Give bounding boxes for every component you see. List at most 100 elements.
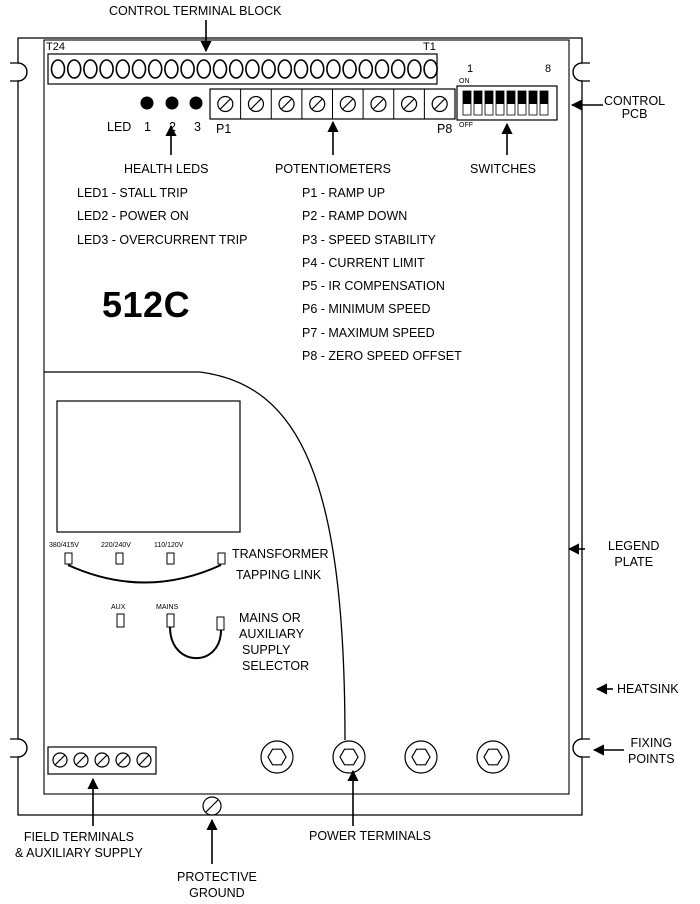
control-terminal-screw <box>423 59 438 79</box>
label-switch-1: 1 <box>467 63 474 75</box>
label-tap-220-240: 220/240V <box>101 542 131 549</box>
potentiometer-slot <box>373 98 384 110</box>
dip-switch-lever <box>540 91 548 104</box>
potentiometer-slot <box>281 98 292 110</box>
label-health-leds: HEALTH LEDS <box>124 162 209 176</box>
label-switches: SWITCHES <box>470 162 536 176</box>
fixing-slot-top-left <box>10 62 28 82</box>
pot-legend-item: P5 - IR COMPENSATION <box>302 279 445 294</box>
label-switch-8: 8 <box>545 63 552 75</box>
potentiometer-slot <box>311 98 323 110</box>
control-terminal-screw <box>390 59 406 79</box>
fixing-slot-bottom-right <box>572 738 590 758</box>
label-transformer-line1: TRANSFORMER <box>232 547 329 561</box>
control-terminal-screw <box>309 59 325 79</box>
label-led: LED <box>107 120 132 134</box>
label-heatsink: HEATSINK <box>617 682 679 696</box>
label-tap-110-120: 110/120V <box>154 542 184 549</box>
field-terminal-slot <box>75 754 87 766</box>
control-terminal-screw <box>407 59 422 79</box>
label-selector-line4: SELECTOR <box>242 659 310 673</box>
fixing-slot-bottom-left <box>10 738 28 758</box>
label-legend-line2: PLATE <box>614 555 654 569</box>
aux-pad <box>116 613 125 628</box>
led-1 <box>140 96 154 110</box>
power-terminal-nut <box>411 748 431 766</box>
label-protective-ground: PROTECTIVE GROUND <box>177 869 257 901</box>
potentiometer-slot <box>342 98 354 110</box>
field-terminal-slot <box>54 754 66 766</box>
control-terminal-screw <box>164 59 179 79</box>
dip-switch-lever <box>463 91 471 104</box>
control-terminal-screw <box>212 59 228 79</box>
label-selector-line1: MAINS OR <box>239 611 301 625</box>
control-terminal-screw <box>196 59 212 79</box>
dip-switch-lever <box>474 91 482 104</box>
selector-link-end <box>216 616 225 631</box>
pot-legend-item: P8 - ZERO SPEED OFFSET <box>302 349 462 364</box>
field-terminal-slot <box>96 754 108 766</box>
pot-legend-item: P4 - CURRENT LIMIT <box>302 255 425 270</box>
label-control-pcb-line2: PCB <box>621 107 648 121</box>
label-ground-line2: GROUND <box>189 886 245 900</box>
pot-legend-item: P3 - SPEED STABILITY <box>302 232 436 247</box>
field-terminal-slot <box>138 754 150 766</box>
control-terminal-screw <box>115 59 131 79</box>
label-control-pcb-line1: CONTROL <box>604 94 666 108</box>
control-terminal-screw <box>147 59 163 79</box>
dip-switch-lever <box>518 91 526 104</box>
label-legend-line1: LEGEND <box>608 539 660 553</box>
label-power-terminals: POWER TERMINALS <box>309 829 432 843</box>
pot-legend-item: P2 - RAMP DOWN <box>302 209 408 224</box>
power-terminal-nut <box>267 748 287 766</box>
label-led-1: 1 <box>144 120 151 134</box>
label-potentiometers: POTENTIOMETERS <box>275 162 391 176</box>
mains-pad <box>166 613 175 628</box>
label-led-3: 3 <box>194 120 201 134</box>
label-p1: P1 <box>216 122 232 136</box>
label-tap-380-415: 380/415V <box>49 542 79 549</box>
control-terminal-screw <box>358 59 374 79</box>
control-terminal-screw <box>83 59 98 79</box>
label-p8: P8 <box>437 122 453 136</box>
protective-ground-slot <box>205 799 219 813</box>
control-terminal-screw <box>99 59 114 79</box>
potentiometer-legend-list: P1 - RAMP UP P2 - RAMP DOWN P3 - SPEED S… <box>302 182 462 368</box>
tapping-link-wire <box>67 564 222 584</box>
label-fixing-line1: FIXING <box>630 736 673 750</box>
potentiometer-slot <box>219 98 231 110</box>
dip-switch-lever <box>507 91 515 104</box>
fixing-slot-top-right <box>572 62 590 82</box>
label-t1: T1 <box>423 41 436 53</box>
control-terminal-screw <box>228 59 244 79</box>
led-legend-item: LED3 - OVERCURRENT TRIP <box>77 232 248 247</box>
pot-legend-item: P1 - RAMP UP <box>302 186 386 200</box>
control-terminal-screw <box>326 59 341 79</box>
label-control-pcb: CONTROL PCB <box>604 95 665 121</box>
label-selector-line2: AUXILIARY <box>239 627 305 641</box>
label-legend-plate: LEGEND PLATE <box>608 538 659 570</box>
tap-pad-220-240 <box>115 552 124 565</box>
label-selector-line3: SUPPLY <box>242 643 291 657</box>
control-pcb-outline <box>43 39 570 795</box>
power-terminal-nut <box>483 748 503 766</box>
label-field-terminals: FIELD TERMINALS & AUXILIARY SUPPLY <box>15 829 143 861</box>
label-transformer-tapping-link: TRANSFORMER TAPPING LINK <box>232 544 329 586</box>
field-terminal-slot <box>117 754 129 766</box>
potentiometer-slot <box>403 98 415 110</box>
transformer-window <box>56 400 241 533</box>
heatsink-outline <box>17 37 583 816</box>
label-control-terminal-block: CONTROL TERMINAL BLOCK <box>109 4 282 18</box>
control-terminal-screw <box>261 59 276 79</box>
pot-legend-item: P7 - MAXIMUM SPEED <box>302 325 435 340</box>
dip-switch-lever <box>529 91 537 104</box>
led-legend-list: LED1 - STALL TRIP LED2 - POWER ON LED3 -… <box>77 182 247 252</box>
dip-switch-lever <box>485 91 493 104</box>
label-led-2: 2 <box>169 120 176 134</box>
potentiometer-slot <box>434 98 446 110</box>
control-terminal-screw <box>245 59 260 79</box>
control-terminal-screw <box>66 59 82 79</box>
label-field-line1: FIELD TERMINALS <box>23 830 135 844</box>
model-number: 512C <box>102 284 191 325</box>
tap-pad-110-120 <box>166 552 175 565</box>
